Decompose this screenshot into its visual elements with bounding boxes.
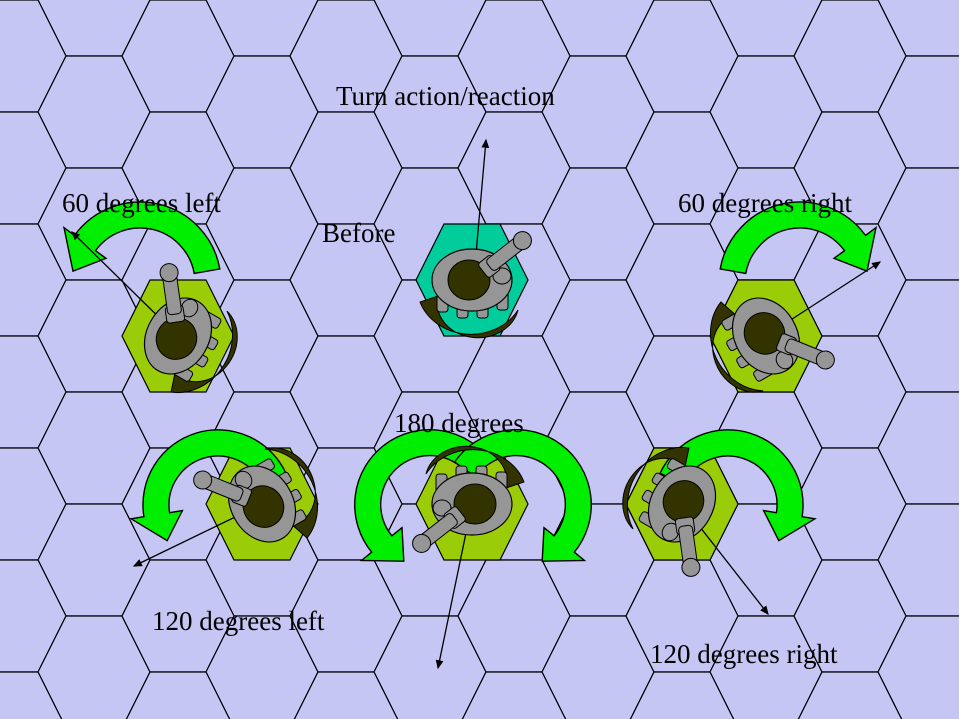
- robot-shadow: [622, 446, 690, 530]
- turn-60-right-label: 60 degrees right: [678, 188, 852, 218]
- robot-shadow: [170, 310, 238, 394]
- robot-dome: [662, 480, 705, 523]
- arrow-180-right[interactable]: [453, 429, 592, 562]
- robot-arm-joint: [512, 231, 532, 251]
- robot-sensor-nub: [180, 298, 199, 318]
- turn-180-label: 180 degrees: [394, 408, 524, 438]
- robot-60-right[interactable]: [690, 265, 843, 420]
- robot-shadow: [419, 295, 519, 339]
- hex-cell[interactable]: [0, 671, 66, 719]
- robot-sensor-nub: [775, 350, 794, 370]
- turn-120-left-label: 120 degrees left: [152, 606, 325, 636]
- robot-arm: [478, 231, 532, 278]
- hex-cell[interactable]: [122, 671, 234, 719]
- robot-arm: [159, 263, 186, 324]
- robot-shadow: [264, 447, 319, 539]
- hex-cell[interactable]: [458, 671, 570, 719]
- robot-arm-joint: [681, 557, 701, 577]
- arrow-120-left[interactable]: [129, 429, 287, 542]
- before-label: Before: [322, 218, 396, 248]
- robot-sensor-nub: [234, 470, 253, 490]
- turn-120-right-label: 120 degrees right: [650, 639, 838, 669]
- robot-180[interactable]: [409, 445, 525, 556]
- robot-shadow: [425, 445, 525, 489]
- robot-sensor-nub: [661, 522, 680, 542]
- arrow-60-right[interactable]: [719, 201, 878, 275]
- robot-arm: [412, 506, 466, 553]
- robot-dome: [155, 317, 198, 360]
- robot-arm-joint: [159, 263, 179, 283]
- robots-layer: [107, 228, 843, 585]
- robot-arm: [776, 333, 835, 370]
- robot-arm-joint: [412, 533, 432, 553]
- robot-arm: [193, 470, 252, 507]
- robot-arm-joint: [815, 350, 835, 370]
- robot-dome: [242, 485, 285, 528]
- robot-120-right[interactable]: [600, 430, 753, 585]
- hex-cell[interactable]: [877, 615, 959, 719]
- robot-60-left[interactable]: [107, 255, 260, 410]
- hex-cell[interactable]: [794, 671, 906, 719]
- robot-before[interactable]: [419, 228, 535, 339]
- turn-arrows-layer: [62, 201, 878, 562]
- robot-shadow: [709, 301, 764, 393]
- robot-arm: [674, 516, 701, 577]
- robot-dome: [453, 483, 497, 525]
- robot-dome: [447, 259, 491, 301]
- robot-arm-joint: [193, 470, 213, 490]
- hex-cell[interactable]: [290, 671, 402, 719]
- hex-cell[interactable]: [626, 671, 738, 719]
- title-label: Turn action/reaction: [336, 81, 555, 111]
- turn-60-left-label: 60 degrees left: [62, 188, 221, 218]
- arrow-120-right[interactable]: [659, 429, 817, 542]
- robot-dome: [743, 312, 786, 355]
- robot-120-left[interactable]: [185, 421, 338, 576]
